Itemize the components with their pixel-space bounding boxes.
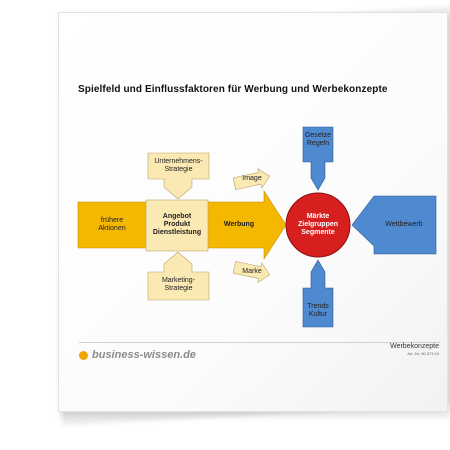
- marke-label: Marke: [242, 268, 262, 275]
- angebot-box: [145, 199, 209, 252]
- marketing-strategie-arrow: [147, 251, 210, 301]
- angebot-label: Angebot Produkt Dienstleistung: [152, 213, 202, 236]
- trends-arrow: [302, 259, 334, 328]
- wettbewerb-label: Wettbewerb: [385, 221, 423, 228]
- image-label: Image: [242, 175, 262, 182]
- zielgruppen-circle: [285, 192, 351, 258]
- logo-dot-icon: [79, 351, 88, 360]
- brand-logo: business-wissen.de: [92, 349, 196, 361]
- footer-document-title: Werbekonzepte: [390, 343, 439, 350]
- footer-article-number: Art.-Nr. 00.073.04: [407, 351, 439, 356]
- zielgruppen-label: Märkte Zielgruppen Segmente: [297, 213, 339, 236]
- document-title: Spielfeld und Einflussfaktoren für Werbu…: [78, 84, 388, 95]
- marketing-strategie-label: Marketing- Strategie: [161, 277, 196, 292]
- wettbewerb-arrow: [351, 195, 437, 255]
- fruehere-aktionen-label: frühere Aktionen: [98, 217, 126, 232]
- unternehmens-strategie-label: Unternehmens- Strategie: [154, 158, 203, 173]
- image-arrow: [232, 167, 271, 190]
- trends-label: Trends Kultur: [307, 303, 329, 318]
- footer-divider: [79, 342, 440, 343]
- gesetze-arrow: [302, 126, 334, 191]
- marke-arrow: [232, 261, 271, 284]
- gesetze-label: Gesetze Regeln: [304, 132, 332, 147]
- unternehmens-strategie-arrow: [147, 152, 210, 200]
- werbung-label: Werbung: [223, 221, 255, 228]
